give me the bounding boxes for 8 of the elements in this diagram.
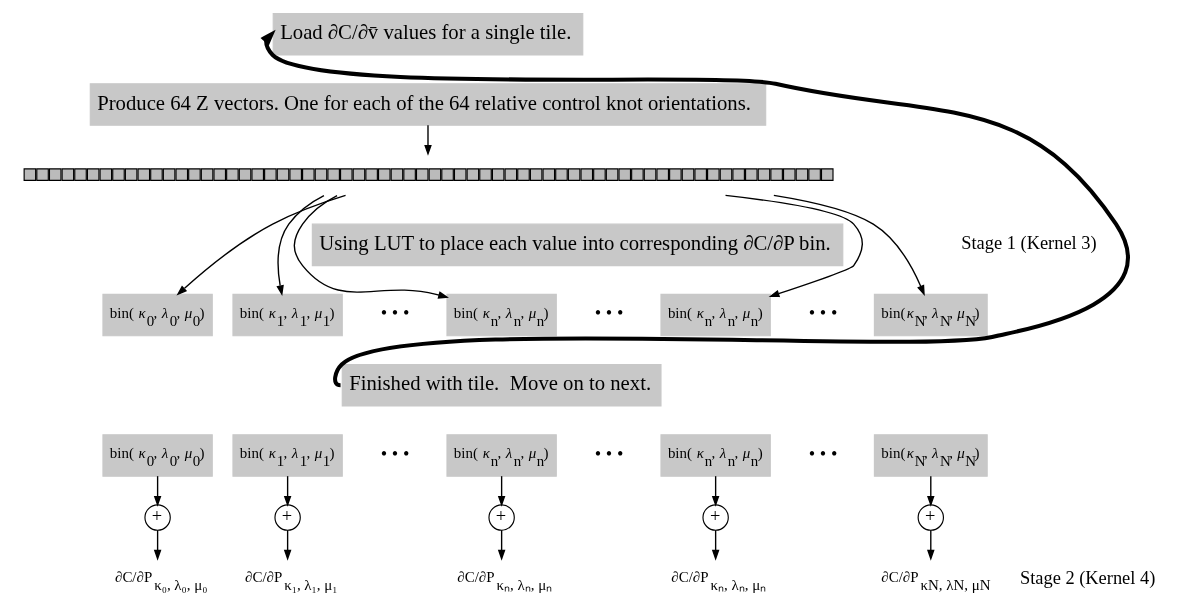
label: • • • (380, 303, 410, 324)
label: Stage 2 (Kernel 4) (1019, 568, 1156, 589)
label: Stage 1 (Kernel 3) (961, 233, 1097, 254)
label: • • • (594, 303, 624, 324)
label: • • • (380, 443, 410, 464)
label: • • • (594, 443, 624, 464)
label: • • • (808, 443, 838, 464)
label: • • • (808, 303, 838, 324)
